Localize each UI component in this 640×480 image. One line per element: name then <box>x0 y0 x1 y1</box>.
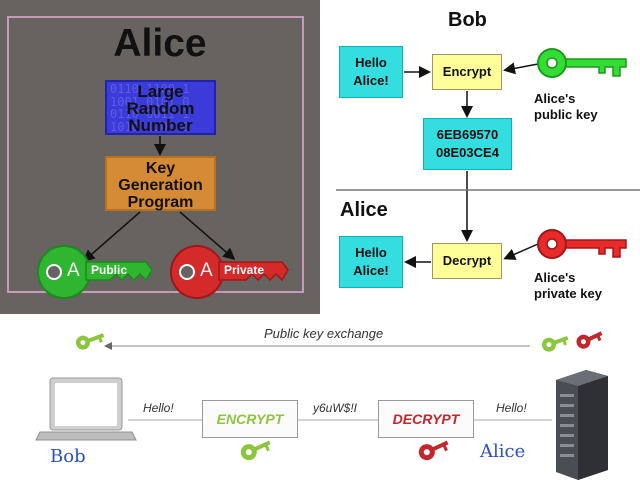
flow-graphics <box>35 331 608 480</box>
receiver-name: Alice <box>480 441 526 462</box>
arrow-publickey-to-encrypt <box>503 62 539 75</box>
panel-frame <box>7 16 304 293</box>
random-box-line1: Large <box>137 82 184 101</box>
private-key-label: Private <box>224 263 265 277</box>
plaintext-in-label: Hello! <box>143 401 174 415</box>
keygen-line1: Key <box>145 160 176 177</box>
public-key-glyph: A <box>67 260 80 281</box>
exchange-label: Public key exchange <box>264 326 384 341</box>
decrypt-red-key-icon <box>418 440 449 461</box>
public-key-icon <box>37 245 153 299</box>
plaintext-out-label: Hello! <box>496 401 527 415</box>
ciphertext-label: y6uW$!I <box>313 401 358 415</box>
small-red-key-icon-right <box>576 331 603 349</box>
private-key-icon <box>170 245 289 299</box>
sender-title: Bob <box>448 9 487 31</box>
public-key-caption-line1: Alice's <box>534 91 576 106</box>
sender-name: Bob <box>50 446 86 467</box>
small-green-key-icon <box>75 333 105 350</box>
panel-arrows-and-keys <box>37 136 289 299</box>
random-box-line2: Random <box>126 99 195 118</box>
alice-private-key-icon <box>537 229 627 259</box>
private-key-glyph: A <box>200 260 213 281</box>
random-number-box: 0110 1100 1 1001 0101 0 0110 0011 1 1010… <box>105 80 216 135</box>
binary-background: 0110 1100 1 1001 0101 0 0110 0011 1 1010… <box>110 82 190 134</box>
encrypt-box: Encrypt <box>432 54 502 90</box>
small-green-key-icon-right <box>541 335 569 352</box>
alice-key-generation-panel: Alice 0110 1100 1 1001 0101 0 0110 0011 … <box>0 0 320 314</box>
alice-public-key-icon <box>537 48 627 78</box>
plaintext-bottom-line1: Hello <box>355 245 387 260</box>
server-icon <box>556 370 608 480</box>
decrypt-box: Decrypt <box>432 243 502 279</box>
receiver-title: Alice <box>340 199 388 221</box>
public-key-label: Public <box>91 263 128 277</box>
public-key-caption: Alice's public key <box>534 91 598 123</box>
laptop-icon <box>35 377 137 441</box>
plaintext-bottom-line2: Alice! <box>353 263 389 278</box>
private-key-caption-line1: Alice's <box>534 270 576 285</box>
keygen-line3: Program <box>127 194 194 211</box>
exchange-arrowhead <box>104 342 112 350</box>
plaintext-box-bottom: Hello Alice! <box>339 236 403 288</box>
panel-title: Alice <box>113 22 207 65</box>
private-key-caption: Alice's private key <box>534 270 602 302</box>
right-panel-arrows <box>336 48 640 268</box>
arrow-to-private-key <box>179 211 236 260</box>
plaintext-box-top: Hello Alice! <box>339 46 403 98</box>
encrypt-green-key-icon <box>240 440 271 461</box>
decrypt-stage-box: DECRYPT <box>378 400 474 438</box>
private-key-caption-line2: private key <box>534 286 602 301</box>
keygen-line2: Generation <box>118 177 203 194</box>
ciphertext-line1: 6EB69570 <box>436 127 499 142</box>
plaintext-top-line1: Hello <box>355 55 387 70</box>
plaintext-top-line2: Alice! <box>353 73 389 88</box>
ciphertext-line2: 08E03CE4 <box>436 145 499 160</box>
key-generation-box: Key Generation Program <box>105 156 216 211</box>
arrow-to-public-key <box>82 211 141 262</box>
encrypt-stage-box: ENCRYPT <box>202 400 298 438</box>
arrow-privatekey-to-decrypt <box>503 243 539 260</box>
ciphertext-box: 6EB69570 08E03CE4 <box>423 118 512 170</box>
public-key-caption-line2: public key <box>534 107 598 122</box>
random-box-line3: Number <box>128 116 193 135</box>
